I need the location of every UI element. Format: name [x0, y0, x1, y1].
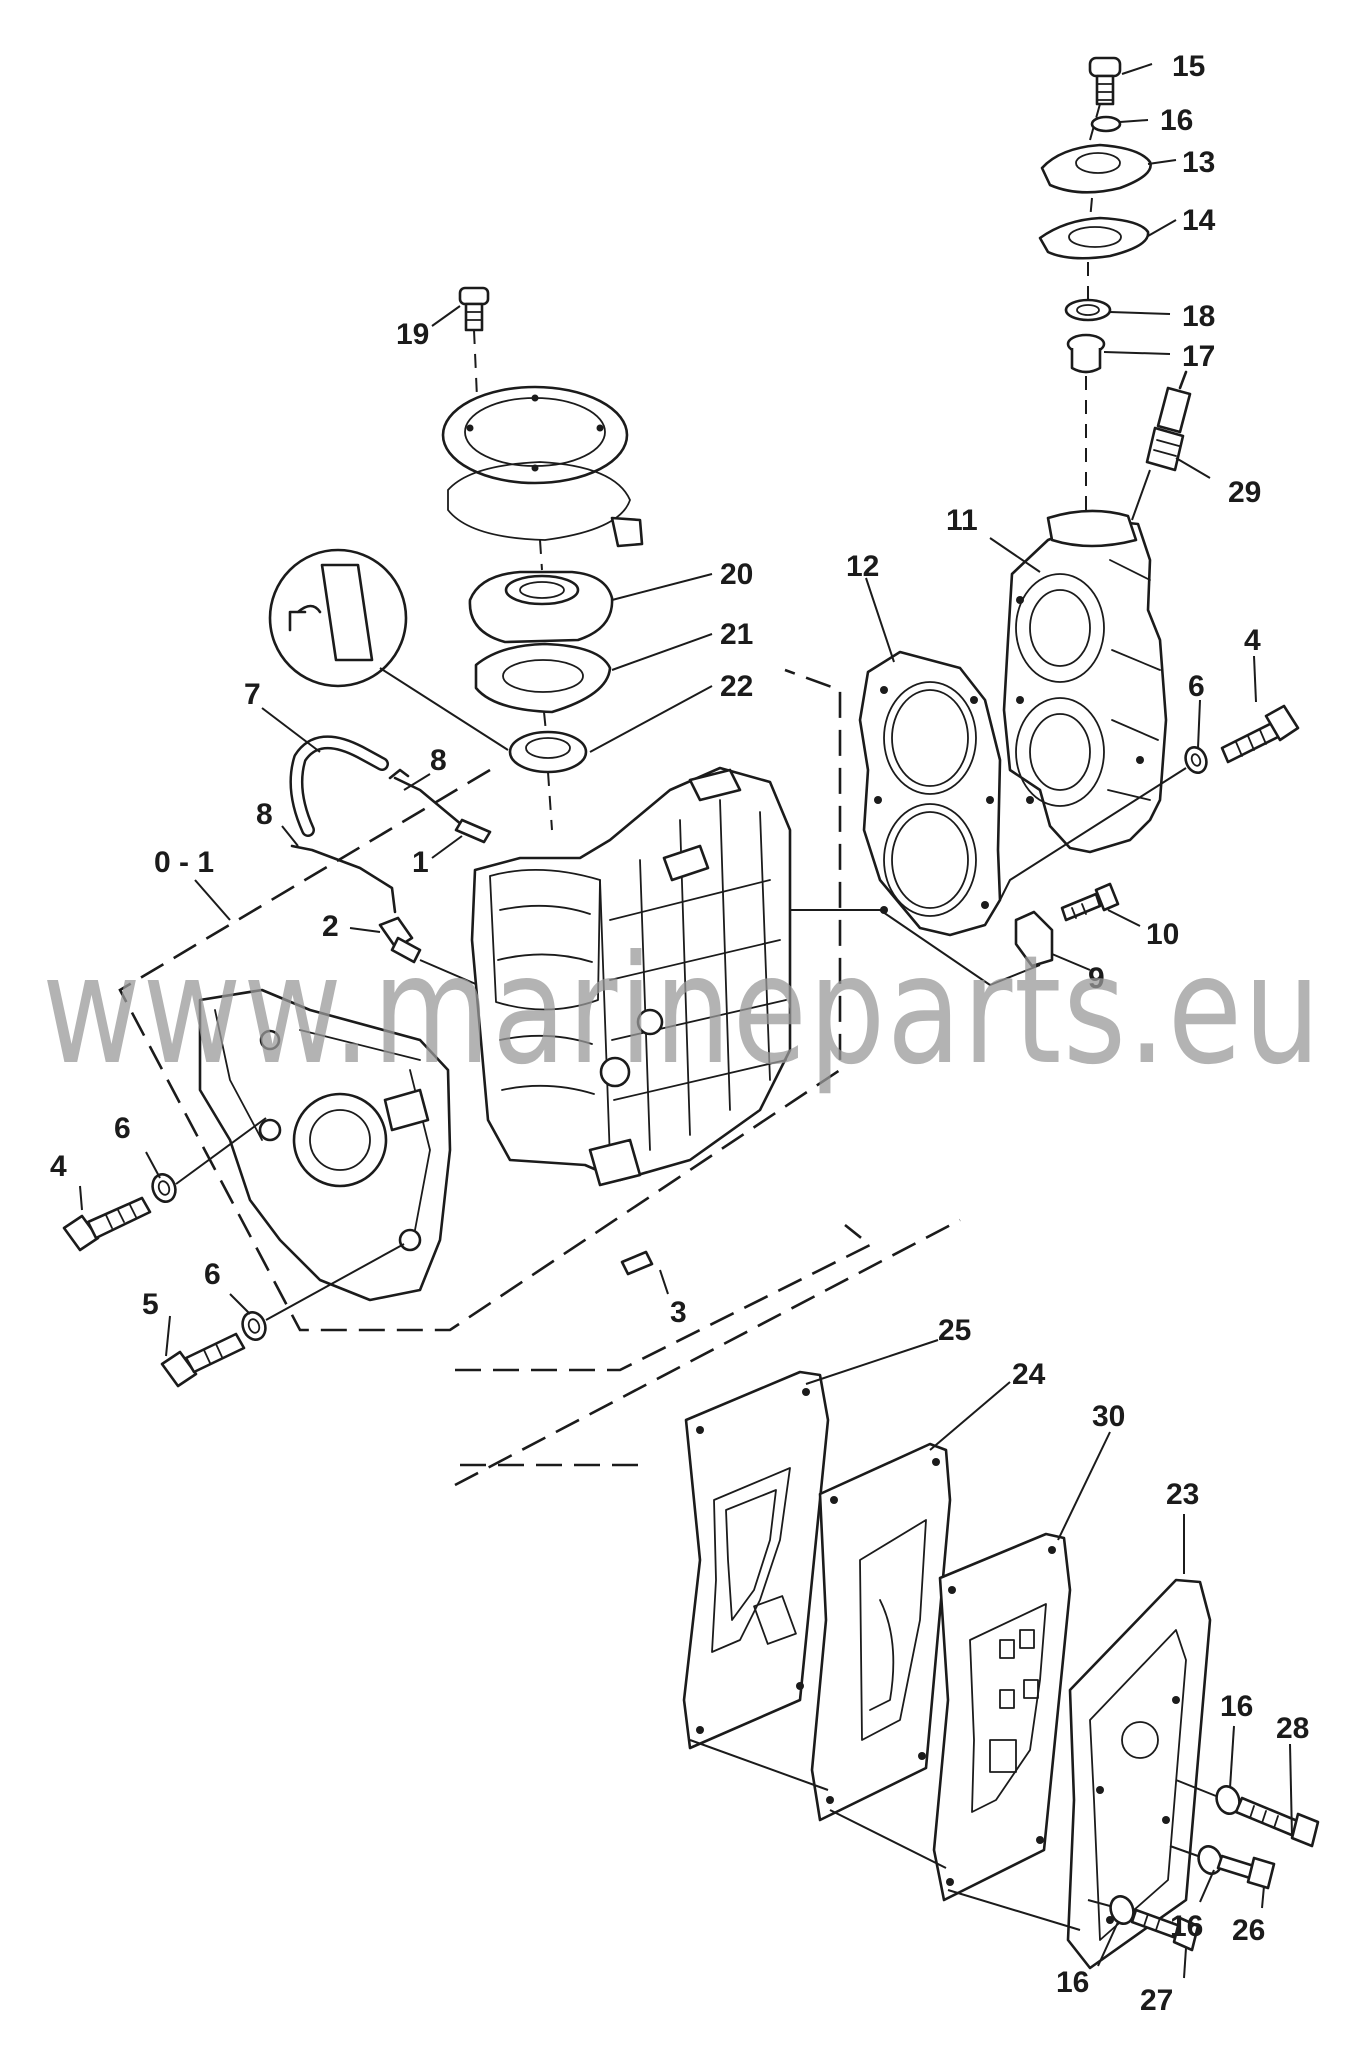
callout-22: 22 [720, 670, 753, 703]
callout-16-top: 16 [1160, 104, 1193, 137]
fitting-2 [378, 916, 422, 964]
washer-16-lower-a [1215, 1785, 1241, 1815]
callout-17: 17 [1182, 340, 1215, 373]
callout-16-lower-a: 16 [1220, 1690, 1253, 1723]
detail-inset [268, 548, 509, 751]
callout-18: 18 [1182, 300, 1215, 333]
dowel-pin-3 [620, 1250, 654, 1276]
callout-25: 25 [938, 1314, 971, 1347]
callout-4-left: 4 [50, 1150, 67, 1183]
exhaust-gasket-25 [682, 1370, 830, 1750]
callout-4-right: 4 [1244, 624, 1261, 657]
head-gasket-12 [858, 650, 1002, 937]
callout-leaders [79, 63, 1293, 1979]
hose-and-fittings [289, 735, 492, 986]
oil-seal-22 [508, 730, 588, 774]
callout-6-right: 6 [1188, 670, 1205, 703]
bolt-15 [1088, 56, 1122, 106]
callout-27: 27 [1140, 1984, 1173, 2017]
right-fasteners [999, 704, 1300, 901]
callout-3: 3 [670, 1296, 687, 1329]
flywheel-flange-ring [441, 385, 629, 485]
left-fasteners [62, 1117, 405, 1388]
callout-5: 5 [142, 1288, 159, 1321]
callout-20: 20 [720, 558, 753, 591]
exhaust-cover-23 [1066, 1578, 1212, 1970]
callout-28: 28 [1276, 1712, 1309, 1745]
gasket-21 [474, 642, 612, 714]
clamp-9 [1014, 910, 1054, 968]
bolt-4-left [62, 1196, 152, 1252]
watermark-text: www.marineparts.eu [42, 924, 1322, 1098]
crankcase-cover [198, 988, 452, 1302]
thermostat-17 [1066, 333, 1106, 374]
bolt-10 [1060, 882, 1120, 922]
bolt-4-right [1220, 704, 1300, 764]
lower-fasteners [1087, 1779, 1320, 1952]
flywheel-housing-group [441, 286, 644, 831]
callout-6-left-lower: 6 [204, 1258, 221, 1291]
exhaust-gasket-30 [932, 1532, 1072, 1902]
callout-24: 24 [1012, 1358, 1046, 1391]
callout-1: 1 [412, 846, 429, 879]
washer-6-left-lower [241, 1311, 267, 1341]
flywheel-gasket-ring [447, 461, 631, 541]
callout-8-upper: 8 [430, 744, 447, 777]
inner-exhaust-plate-24 [810, 1442, 952, 1822]
cylinder-block [470, 766, 1041, 1187]
thermostat-gasket-14 [1038, 216, 1150, 260]
callout-19: 19 [396, 318, 429, 351]
callout-11: 11 [946, 504, 978, 537]
spark-plug-29 [1131, 370, 1192, 521]
nipple-8b [290, 844, 397, 914]
callout-2: 2 [322, 910, 339, 943]
thermostat-cover-13 [1040, 143, 1152, 194]
washer-6-right [1184, 746, 1208, 774]
crankcase-assembly-outline [118, 668, 961, 1487]
cylinder-head-11 [1002, 509, 1168, 854]
callout-0-1: 0 - 1 [154, 846, 214, 879]
callout-9: 9 [1088, 962, 1105, 995]
callout-7: 7 [244, 678, 261, 711]
callout-26: 26 [1232, 1914, 1265, 1947]
callout-29: 29 [1228, 476, 1261, 509]
thermostat-cover-assembly [1038, 56, 1152, 520]
callout-15: 15 [1172, 50, 1205, 83]
callout-23: 23 [1166, 1478, 1199, 1511]
callout-12: 12 [846, 550, 879, 583]
bolt-5 [160, 1332, 246, 1388]
callout-6-left-upper: 6 [114, 1112, 131, 1145]
washer-16-top [1090, 115, 1122, 133]
seal-ring-18 [1064, 298, 1112, 322]
callout-13: 13 [1182, 146, 1215, 179]
callout-16-lower-b: 16 [1170, 1910, 1203, 1943]
callout-14: 14 [1182, 204, 1216, 237]
callout-30: 30 [1092, 1400, 1125, 1433]
callout-10: 10 [1146, 918, 1179, 951]
pin-1 [454, 818, 492, 844]
bolt-26 [1216, 1854, 1276, 1890]
washer-16-lower-c [1109, 1895, 1135, 1925]
callout-labels: 15 16 13 14 18 17 29 19 20 21 22 11 12 4… [50, 50, 1309, 2017]
callout-21: 21 [720, 618, 753, 651]
bolt-19 [458, 286, 490, 332]
callout-8-lower: 8 [256, 798, 273, 831]
washer-6-left-upper [151, 1173, 177, 1203]
callout-16-lower-c: 16 [1056, 1966, 1089, 1999]
bolt-27 [1130, 1908, 1200, 1952]
washer-16-lower-b [1197, 1845, 1223, 1875]
bolt-28 [1234, 1796, 1320, 1848]
